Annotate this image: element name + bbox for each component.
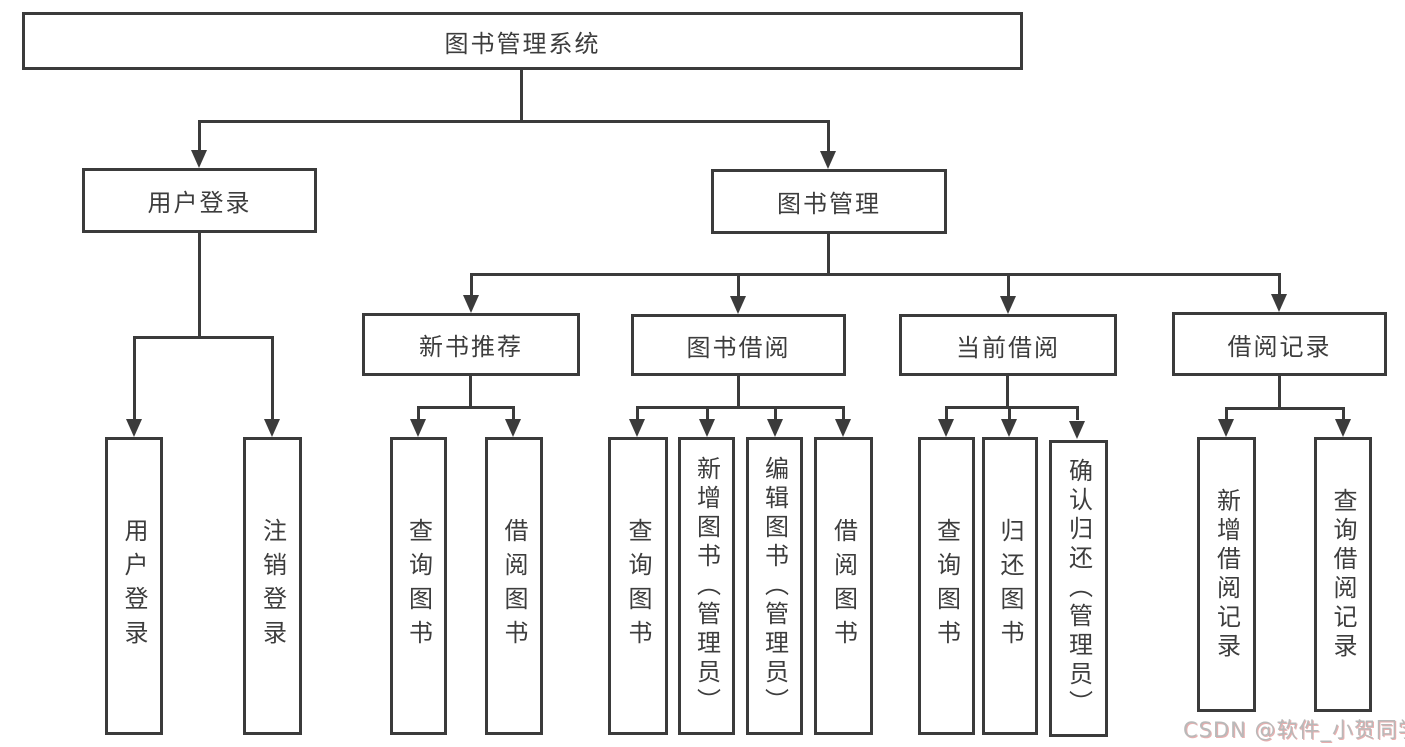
leaf-user-login: 用户登录	[105, 437, 163, 735]
connector-bookmgmt-trunk	[827, 234, 830, 273]
node-borrow-records: 借阅记录	[1172, 312, 1387, 376]
connector-trunk	[737, 376, 740, 406]
connector-stub	[842, 406, 845, 419]
connector-stub-user-login	[198, 120, 201, 151]
leaf-borrow-books-1: 借阅图书	[485, 437, 543, 735]
csdn-watermark: CSDN @软件_小贺同学	[1183, 718, 1405, 742]
leaf-return-book: 归还图书	[982, 437, 1038, 735]
leaf-query-borrow-record: 查询借阅记录	[1314, 437, 1372, 712]
arrowhead-down	[1001, 419, 1017, 437]
leaf-edit-book-admin: 编辑图书（管理员）	[746, 437, 803, 735]
arrowhead-down	[938, 419, 954, 437]
connector-stub	[1342, 407, 1345, 419]
arrowhead-down	[820, 151, 836, 169]
arrowhead-down	[1271, 294, 1287, 312]
connector-stub	[1076, 406, 1079, 420]
connector-stub	[1225, 407, 1228, 419]
arrowhead-down	[1218, 419, 1234, 437]
leaf-confirm-return-admin: 确认归还（管理员）	[1049, 440, 1108, 737]
connector-stub	[706, 406, 709, 419]
connector-hbar	[1225, 407, 1344, 410]
connector-hbar	[417, 406, 515, 409]
connector-hbar	[945, 406, 1079, 409]
arrowhead-down	[191, 150, 207, 168]
connector-bookmgmt-hbar	[470, 273, 1281, 276]
connector-stub	[774, 406, 777, 419]
connector-stub-book-management	[827, 120, 830, 152]
leaf-query-books-2: 查询图书	[608, 437, 668, 735]
node-root: 图书管理系统	[22, 12, 1023, 70]
connector-root-trunk	[520, 70, 523, 120]
connector-stub	[512, 406, 515, 419]
leaf-query-books-3: 查询图书	[918, 437, 975, 735]
arrowhead-down	[835, 419, 851, 437]
arrowhead-down	[1000, 296, 1016, 314]
leaf-borrow-books-2: 借阅图书	[814, 437, 873, 735]
connector-trunk	[469, 376, 472, 406]
connector-stub	[133, 336, 136, 419]
connector-stub	[737, 273, 740, 296]
node-new-book-recommend: 新书推荐	[362, 313, 580, 376]
connector-stub	[1278, 273, 1281, 294]
connector-hbar	[636, 406, 844, 409]
leaf-add-book-admin: 新增图书（管理员）	[678, 437, 735, 735]
arrowhead-down	[1069, 421, 1085, 439]
connector-stub	[470, 273, 473, 295]
arrowhead-down	[463, 295, 479, 313]
connector-stub	[1008, 406, 1011, 419]
node-book-borrow: 图书借阅	[631, 314, 846, 376]
connector-stub	[1007, 273, 1010, 296]
leaf-query-books-1: 查询图书	[390, 437, 447, 735]
arrowhead-down	[699, 419, 715, 437]
arrowhead-down	[767, 419, 783, 437]
node-book-management: 图书管理	[711, 169, 947, 234]
arrowhead-down	[410, 419, 426, 437]
connector-userlogin-hbar	[133, 336, 274, 339]
connector-trunk	[1006, 376, 1009, 406]
arrowhead-down	[1335, 419, 1351, 437]
arrowhead-down	[126, 419, 142, 437]
node-user-login: 用户登录	[82, 168, 317, 233]
arrowhead-down	[264, 419, 280, 437]
node-current-borrow: 当前借阅	[899, 314, 1117, 376]
connector-stub	[417, 406, 420, 419]
connector-trunk	[1278, 376, 1281, 407]
connector-userlogin-trunk	[198, 233, 201, 336]
arrowhead-down	[730, 296, 746, 314]
connector-stub	[271, 336, 274, 419]
arrowhead-down	[505, 419, 521, 437]
leaf-add-borrow-record: 新增借阅记录	[1197, 437, 1256, 712]
arrowhead-down	[629, 419, 645, 437]
connector-stub	[945, 406, 948, 419]
connector-root-hbar	[198, 120, 830, 123]
leaf-logout: 注销登录	[243, 437, 302, 735]
connector-stub	[636, 406, 639, 419]
